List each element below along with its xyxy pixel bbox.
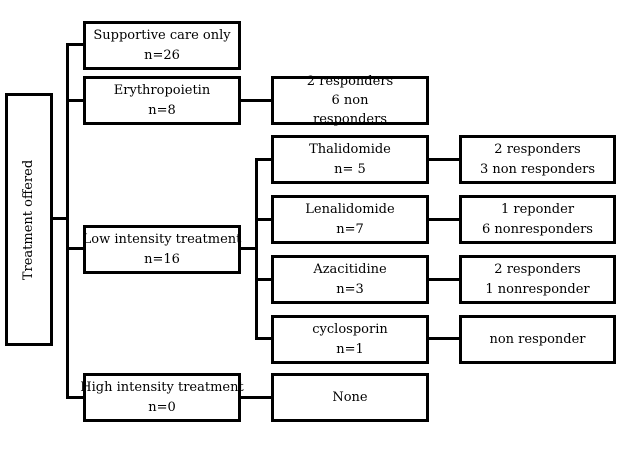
node-count: n=26 [144, 47, 180, 63]
node-azacitidine: Azacitidine n=3 [271, 255, 429, 304]
node-count: n=0 [148, 399, 176, 415]
node-lenalidomide-outcome: 1 reponder 6 nonresponders [459, 195, 616, 244]
node-label: Low intensity treatment [82, 231, 242, 247]
connector-low-intensity [66, 247, 84, 250]
node-count: n=16 [144, 251, 180, 267]
low-intensity-vertical-connector [255, 158, 258, 340]
main-vertical-connector [66, 43, 69, 399]
node-erythropoietin: Erythropoietin n=8 [83, 76, 241, 125]
node-label: Azacitidine [313, 261, 387, 277]
connector-high-intensity [66, 396, 84, 399]
connector-cyclosporin-outcome [428, 337, 460, 340]
node-label: Erythropoietin [113, 82, 211, 98]
node-cyclosporin-outcome: non responder [459, 315, 616, 364]
outcome-line: 6 nonresponders [482, 221, 593, 237]
node-label: High intensity treatment [80, 379, 244, 395]
connector-supportive [66, 43, 84, 46]
outcome-line: 2 responders [494, 261, 581, 277]
outcome-line: responders [312, 112, 387, 127]
node-count: n=8 [148, 102, 176, 118]
connector-lenalidomide [255, 218, 272, 221]
node-thalidomide: Thalidomide n= 5 [271, 135, 429, 184]
outcome-line: 3 non responders [479, 161, 596, 177]
node-label: Lenalidomide [305, 201, 395, 217]
root-node-treatment-offered: Treatment offered [5, 93, 53, 346]
node-high-intensity: High intensity treatment n=0 [80, 373, 244, 422]
connector-azacitidine [255, 278, 272, 281]
connector-cyclosporin [255, 337, 272, 340]
connector-thalidomide [255, 158, 272, 161]
connector-thalidomide-outcome [428, 158, 460, 161]
connector-erythropoietin [66, 99, 84, 102]
node-low-intensity: Low intensity treatment n=16 [83, 225, 241, 274]
connector-azacitidine-outcome [428, 278, 460, 281]
node-erythropoietin-outcome: 2 responders 6 non responders [271, 74, 429, 127]
node-count: n=1 [336, 341, 364, 357]
root-connector [52, 217, 68, 220]
node-high-intensity-outcome: None [271, 373, 429, 422]
outcome-line: 6 non [331, 93, 369, 108]
node-lenalidomide: Lenalidomide n=7 [271, 195, 429, 244]
node-supportive-care: Supportive care only n=26 [83, 21, 241, 70]
connector-erythropoietin-outcome [240, 99, 272, 102]
connector-low-intensity-out [240, 247, 257, 250]
outcome-line: 1 nonresponder [485, 281, 590, 297]
outcome-line: 1 reponder [500, 201, 575, 217]
outcome-line: non responder [489, 331, 586, 347]
node-count: n=3 [336, 281, 364, 297]
node-label: cyclosporin [312, 321, 388, 337]
node-cyclosporin: cyclosporin n=1 [271, 315, 429, 364]
node-label: None [332, 389, 368, 405]
node-label: Thalidomide [309, 141, 391, 157]
node-thalidomide-outcome: 2 responders 3 non responders [459, 135, 616, 184]
outcome-line: 2 responders [494, 141, 581, 157]
root-label: Treatment offered [21, 159, 37, 280]
connector-lenalidomide-outcome [428, 218, 460, 221]
node-label: Supportive care only [93, 27, 231, 43]
node-count: n= 5 [334, 161, 366, 177]
node-azacitidine-outcome: 2 responders 1 nonresponder [459, 255, 616, 304]
connector-high-intensity-outcome [240, 396, 272, 399]
node-count: n=7 [336, 221, 364, 237]
outcome-line: 2 responders [306, 74, 394, 89]
